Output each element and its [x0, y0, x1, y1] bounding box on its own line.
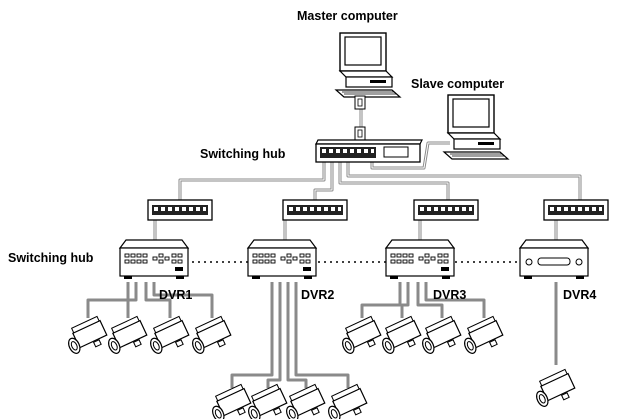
camera-icon [339, 315, 382, 356]
camera-icon [189, 315, 232, 356]
switching-hub-icon [543, 199, 609, 221]
switching-hub-top-label: Switching hub [200, 147, 286, 161]
dvr2-label: DVR2 [301, 288, 334, 302]
camera-icon [105, 315, 148, 356]
camera-icon [283, 383, 326, 419]
dvr2-icon [247, 239, 317, 280]
master-computer-icon [335, 32, 401, 98]
dvr1-icon [119, 239, 189, 280]
dvr3-label: DVR3 [433, 288, 466, 302]
camera-icon [245, 383, 288, 419]
dvr4-label: DVR4 [563, 288, 596, 302]
camera-icon [461, 315, 504, 356]
dvr4-icon [519, 239, 589, 280]
dvr3-icon [385, 239, 455, 280]
switching-hub-left-label: Switching hub [8, 251, 94, 265]
master-computer-label: Master computer [297, 9, 398, 23]
camera-icon [209, 383, 252, 419]
cables [86, 93, 582, 388]
switching-hub-icon [413, 199, 479, 221]
dvr1-label: DVR1 [159, 288, 192, 302]
switching-hub-icon [147, 199, 213, 221]
camera-icon [65, 315, 108, 356]
camera-icon [533, 368, 576, 409]
main-switching-hub-icon [315, 139, 423, 163]
camera-icon [147, 315, 190, 356]
camera-icon [419, 315, 462, 356]
camera-icon [379, 315, 422, 356]
slave-computer-icon [443, 94, 509, 160]
slave-computer-label: Slave computer [411, 77, 504, 91]
switching-hub-icon [282, 199, 348, 221]
camera-icon [325, 383, 368, 419]
